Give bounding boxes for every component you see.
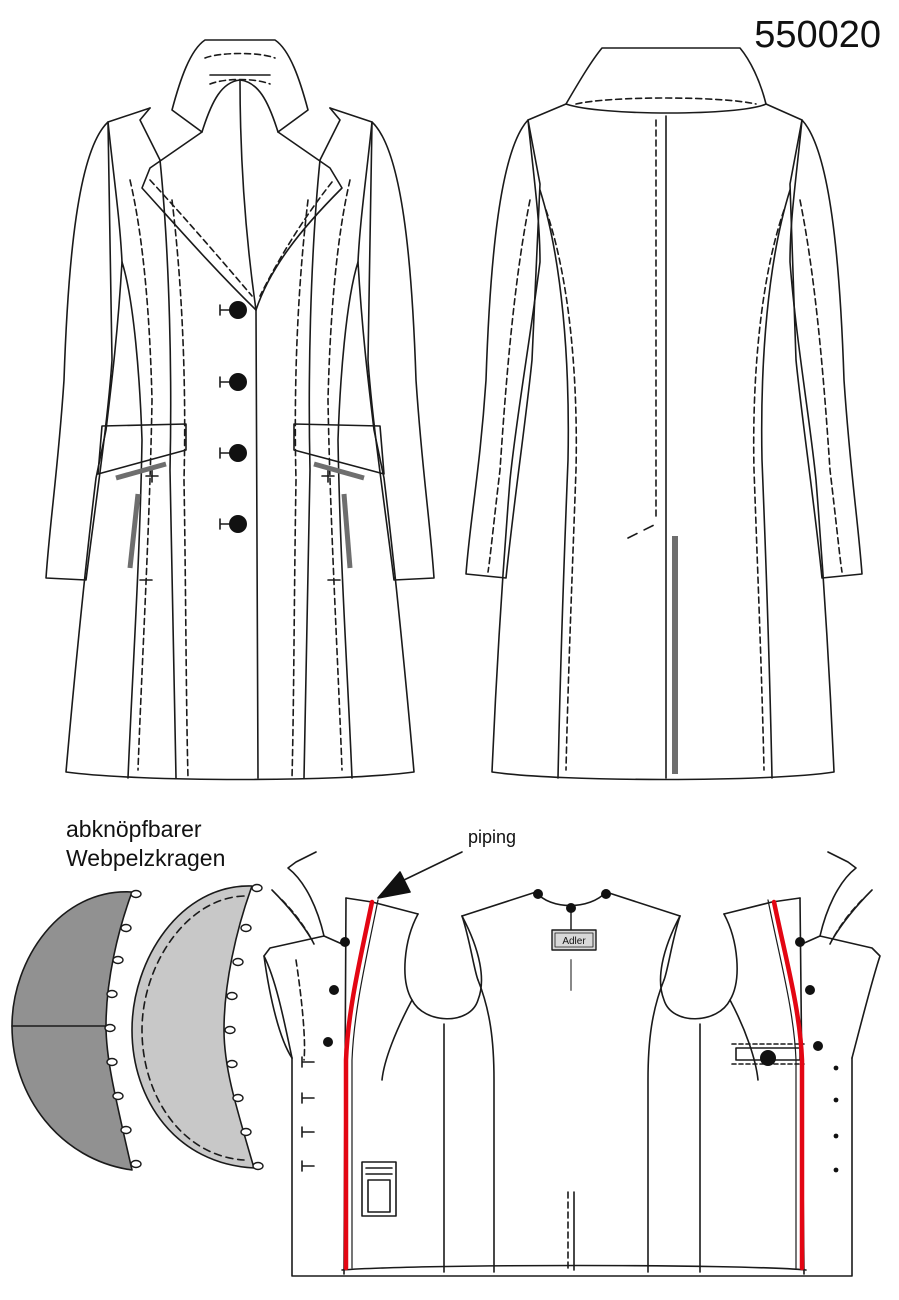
front-right-lapel [255,131,343,311]
button [229,444,247,462]
brand-label-text: Adler [562,936,586,947]
inside-right-front [819,851,881,1059]
front-right-sleeve [367,121,435,581]
back-collar [565,47,767,114]
front-left-lapel [141,131,257,311]
inside-left-armhole [404,913,483,1020]
front-left-sleeve [45,121,113,581]
button [229,515,247,533]
front-view [45,39,435,781]
front-left-pocket-flap [97,423,187,475]
inside-pocket [361,1161,397,1217]
button [229,373,247,391]
button [229,301,247,319]
collar-loops [104,883,264,1171]
front-collar [171,39,309,133]
inside-right-armhole [659,913,738,1020]
front-buttons [229,301,247,533]
piping-strips [343,899,805,1271]
fur-collar-dark [11,891,133,1171]
detachable-collar [11,883,264,1171]
style-number: 550020 [754,14,881,56]
collar-note-line1: abknöpfbarer [66,816,202,842]
tab-button [760,1050,776,1066]
collar-note-line2: Webpelzkragen [66,845,226,871]
piping-label: piping [468,827,517,847]
fur-collar-light [131,885,255,1169]
inside-view [263,851,881,1277]
front-welt-pockets [115,461,365,569]
back-body [491,103,835,781]
brand-label: Adler [551,929,597,951]
back-view [465,47,863,781]
piping-right [771,899,805,1271]
piping-left [343,899,375,1271]
back-right-sleeve [789,119,863,579]
back-left-sleeve [465,119,541,579]
inside-buttons [323,889,839,1173]
piping-arrow-icon [377,871,411,899]
front-right-pocket-flap [293,423,385,475]
inside-left-front [263,851,325,1059]
collar-note: abknöpfbarer Webpelzkragen [66,815,225,873]
front-body [65,107,415,781]
